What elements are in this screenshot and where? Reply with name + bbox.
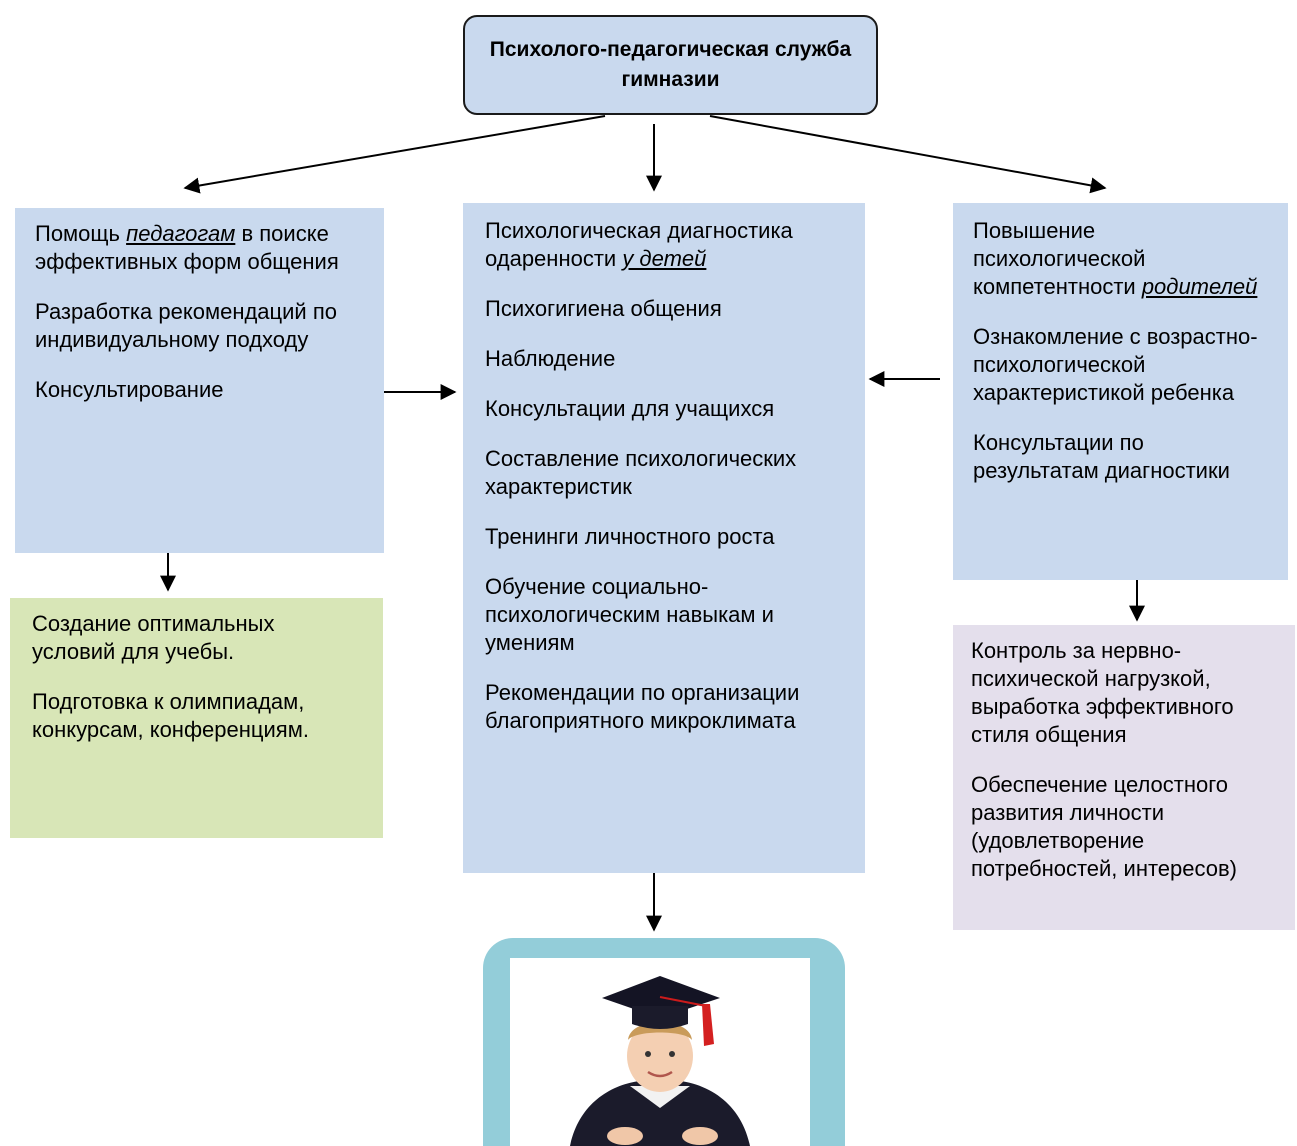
center-item-2: Психогигиена общения — [485, 296, 722, 321]
title-node: Психолого-педагогическая служба гимназии — [463, 15, 878, 115]
teachers-emphasis: педагогам — [126, 221, 236, 246]
learning-conditions-node: Создание оптимальных условий для учебы. … — [10, 598, 383, 838]
center-item-5: Составление психологических характеристи… — [485, 446, 797, 499]
center-item-7: Обучение социально-психологическим навык… — [485, 574, 774, 655]
image-panel — [510, 958, 810, 1146]
development-node: Контроль за нервно-психической нагрузкой… — [953, 625, 1295, 930]
right-item-1: Повышение психологической компетентности… — [973, 218, 1258, 299]
teachers-node: Помощь педагогам в поиске эффективных фо… — [15, 208, 384, 553]
center-item-8: Рекомендации по организации благоприятно… — [485, 680, 800, 733]
arrow-title-to-left — [183, 115, 606, 194]
children-node: Психологическая диагностика одаренности … — [463, 203, 865, 873]
right-item-3: Консультации по результатам диагностики — [973, 430, 1230, 483]
right-item-2: Ознакомление с возрастно-психологической… — [973, 324, 1258, 405]
center-item-3: Наблюдение — [485, 346, 616, 371]
graduate-child-illustration-icon — [570, 976, 750, 1146]
left-item-3: Консультирование — [35, 377, 224, 402]
center-item-6: Тренинги личностного роста — [485, 524, 775, 549]
left-item-2: Разработка рекомендаций по индивидуально… — [35, 299, 337, 352]
title-text: Психолого-педагогическая служба гимназии — [489, 38, 852, 91]
left-item-1: Помощь педагогам в поиске эффективных фо… — [35, 221, 339, 274]
children-emphasis: у детей — [622, 246, 707, 271]
green-item-1: Создание оптимальных условий для учебы. — [32, 611, 275, 664]
purple-item-1: Контроль за нервно-психической нагрузкой… — [971, 638, 1234, 747]
purple-item-2: Обеспечение целостного развития личности… — [971, 772, 1237, 881]
arrow-title-to-right — [709, 115, 1107, 194]
parents-emphasis: родителей — [1141, 274, 1258, 299]
green-item-2: Подготовка к олимпиадам, конкурсам, конф… — [32, 689, 309, 742]
parents-node: Повышение психологической компетентности… — [953, 203, 1288, 580]
center-item-4: Консультации для учащихся — [485, 396, 775, 421]
center-item-1: Психологическая диагностика одаренности … — [485, 218, 793, 271]
